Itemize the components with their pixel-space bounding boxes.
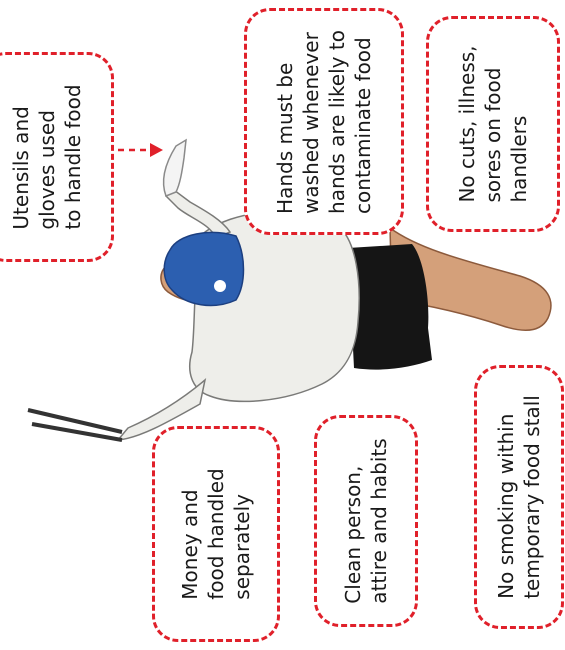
callout-smoking: No smoking within temporary food stall [474, 365, 564, 629]
callout-clean-text: Clean person, attire and habits [340, 438, 392, 603]
callout-utensils-text: Utensils and gloves used to handle food [8, 84, 86, 229]
callout-illness-text: No cuts, illness, sores on food handlers [454, 45, 532, 202]
callout-smoking-text: No smoking within temporary food stall [493, 395, 545, 599]
callout-hands: Hands must be washed whenever hands are … [244, 8, 404, 235]
trousers [348, 244, 432, 370]
callout-hands-text: Hands must be washed whenever hands are … [272, 30, 376, 214]
cap-logo [214, 280, 226, 292]
callout-illness: No cuts, illness, sores on food handlers [426, 16, 560, 232]
cap [164, 232, 243, 305]
callout-clean: Clean person, attire and habits [314, 415, 418, 627]
gloved-arm [166, 190, 230, 238]
callout-utensils: Utensils and gloves used to handle food [0, 52, 114, 262]
tongs [28, 410, 122, 440]
glove [164, 140, 186, 196]
pointer-arrowhead [150, 143, 163, 157]
callout-money: Money and food handled separately [152, 426, 280, 642]
callout-money-text: Money and food handled separately [177, 468, 255, 599]
